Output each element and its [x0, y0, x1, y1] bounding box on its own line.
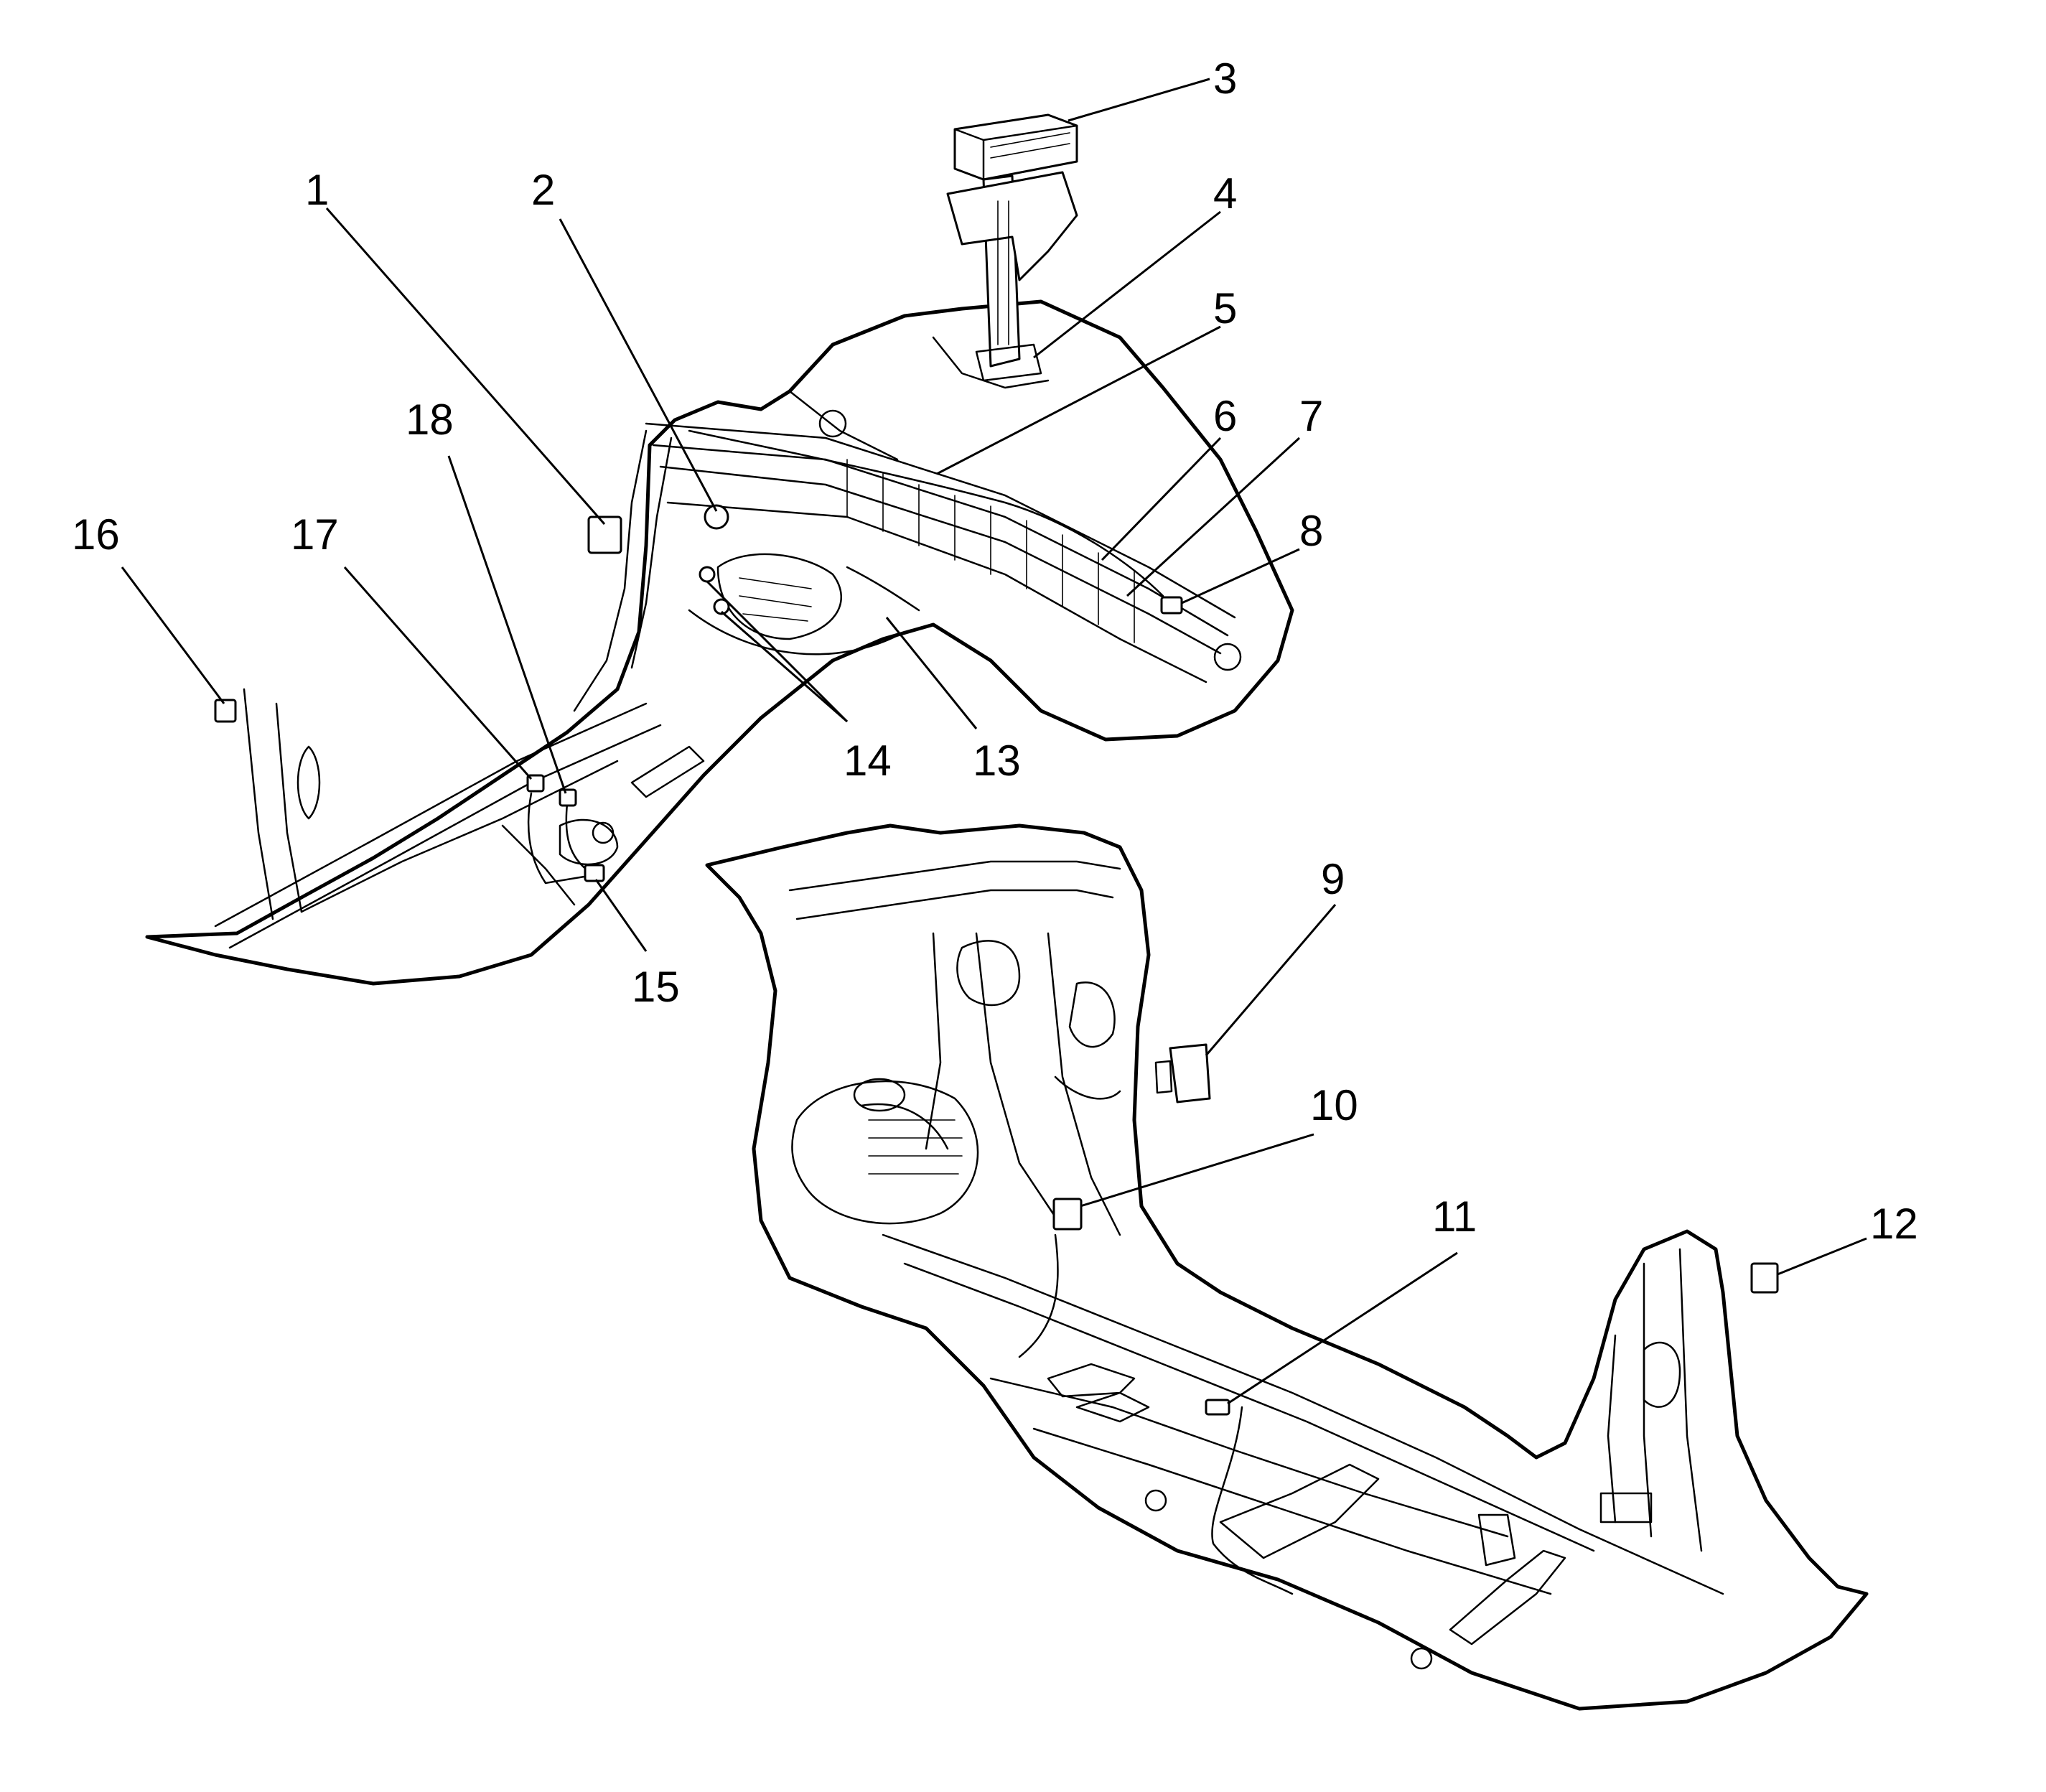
connector-15 — [584, 864, 605, 882]
leader-7 — [1126, 437, 1301, 597]
callout-12: 12 — [1870, 1200, 1918, 1248]
callout-1: 1 — [305, 166, 329, 214]
module-10 — [1052, 1198, 1083, 1231]
harness-13 — [846, 566, 920, 612]
leader-18 — [447, 455, 567, 794]
leader-1 — [325, 207, 606, 525]
leader-9 — [1205, 904, 1337, 1056]
callout-9: 9 — [1321, 855, 1345, 903]
leader-2 — [559, 218, 718, 512]
leader-6 — [1101, 437, 1222, 561]
callout-17: 17 — [291, 510, 339, 559]
callout-3: 3 — [1213, 55, 1237, 103]
connector-1 — [587, 515, 622, 554]
clip-14b — [713, 598, 730, 615]
leader-11 — [1227, 1251, 1458, 1405]
lower-body-view — [705, 823, 1869, 1711]
callout-18: 18 — [406, 396, 454, 444]
harness-5-6-7 — [688, 429, 1164, 597]
grommet-2 — [704, 504, 729, 530]
connector-11 — [1205, 1399, 1230, 1416]
callout-4: 4 — [1213, 169, 1237, 218]
leader-14a — [706, 580, 849, 723]
upper-body-outline — [145, 299, 1294, 986]
leader-12 — [1777, 1237, 1867, 1276]
callout-5: 5 — [1213, 284, 1237, 332]
callout-2: 2 — [531, 166, 555, 214]
leader-4 — [1033, 210, 1221, 359]
callout-numbers: 1 2 3 4 5 6 7 8 9 10 11 12 13 14 15 16 1… — [72, 55, 1918, 1248]
callout-7: 7 — [1299, 392, 1323, 440]
leader-lines — [121, 78, 1867, 1405]
callout-16: 16 — [72, 510, 120, 559]
leader-15 — [594, 879, 648, 952]
callout-10: 10 — [1310, 1081, 1358, 1129]
bracket-4 — [946, 171, 1078, 382]
callout-8: 8 — [1299, 507, 1323, 555]
connector-9 — [1154, 1043, 1211, 1103]
module-3 — [953, 113, 1078, 181]
leader-8 — [1181, 548, 1300, 605]
leader-16 — [121, 566, 225, 704]
clip-14a — [699, 566, 716, 583]
connector-17 — [526, 774, 545, 793]
leader-5 — [936, 325, 1221, 475]
callout-14: 14 — [844, 737, 892, 785]
leader-17 — [343, 566, 533, 780]
leader-14b — [721, 610, 848, 723]
leader-3 — [1068, 78, 1210, 122]
connector-8 — [1160, 596, 1183, 615]
callout-15: 15 — [632, 963, 680, 1011]
lower-body-outline — [705, 823, 1869, 1711]
callout-6: 6 — [1213, 392, 1237, 440]
leader-13 — [885, 617, 978, 729]
connector-12 — [1750, 1262, 1779, 1294]
connector-16 — [214, 699, 237, 723]
callout-11: 11 — [1432, 1193, 1477, 1241]
leader-10 — [1080, 1133, 1314, 1208]
callout-13: 13 — [973, 737, 1021, 785]
upper-body-view — [145, 299, 1294, 986]
connector-18 — [559, 788, 577, 807]
